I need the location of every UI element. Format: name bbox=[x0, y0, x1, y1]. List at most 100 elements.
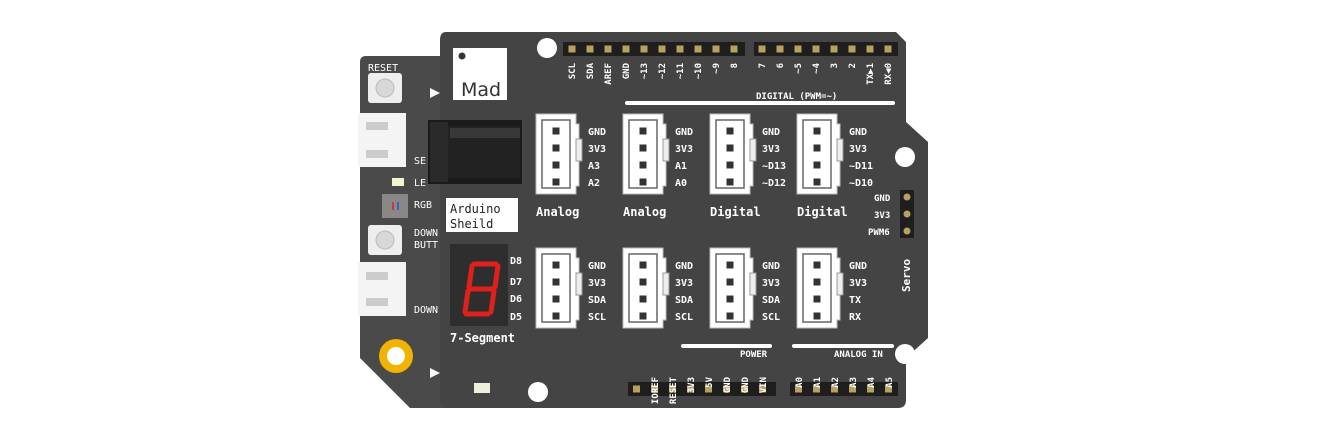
header-pin bbox=[794, 45, 802, 53]
connector-pin-label: GND bbox=[762, 127, 780, 138]
connector-title: Digital bbox=[710, 205, 761, 219]
mounting-hole bbox=[895, 344, 915, 364]
servo-pin: 3V3 bbox=[874, 211, 890, 221]
pin-label: GND bbox=[723, 376, 733, 393]
header-pin bbox=[705, 385, 712, 393]
connector-pin-label: GND bbox=[675, 261, 693, 272]
connector-pin-label: SDA bbox=[675, 295, 693, 306]
connector-pin bbox=[552, 127, 560, 135]
pin-label: ~12 bbox=[658, 63, 668, 79]
usb-port-1 bbox=[358, 113, 406, 167]
header-pin bbox=[867, 385, 874, 393]
header-pin bbox=[640, 45, 648, 53]
servo-label: Servo bbox=[900, 259, 913, 292]
connector-pin-label: TX bbox=[849, 295, 861, 306]
servo-header bbox=[900, 190, 914, 238]
connector-pin bbox=[552, 295, 560, 303]
connector-pin bbox=[639, 295, 647, 303]
pin-label: 3 bbox=[830, 63, 840, 68]
pin-label: 8 bbox=[730, 63, 740, 68]
pin-label: A5 bbox=[885, 377, 895, 388]
header-pin bbox=[884, 45, 892, 53]
analog-header-pins bbox=[790, 382, 898, 396]
connector-title: Analog bbox=[536, 205, 579, 219]
seg-pin: D8 bbox=[510, 256, 522, 267]
connector-pin bbox=[639, 261, 647, 269]
side-label-se: SE bbox=[414, 156, 426, 167]
connector-pin bbox=[552, 278, 560, 286]
connector-pin bbox=[552, 261, 560, 269]
connector-pin-label: 3V3 bbox=[675, 144, 693, 155]
connector-pin-label: SDA bbox=[588, 295, 606, 306]
side-label-down-2: DOWN bbox=[414, 305, 438, 316]
connector-pin bbox=[813, 278, 821, 286]
pin-label: ~11 bbox=[676, 63, 686, 79]
connector-pin bbox=[552, 161, 560, 169]
connector-pin-label: 3V3 bbox=[675, 278, 693, 289]
header-pin bbox=[848, 45, 856, 53]
header-pin bbox=[687, 385, 694, 393]
power-header bbox=[628, 382, 776, 396]
header-pin bbox=[831, 385, 838, 393]
arrow-icon bbox=[430, 88, 440, 98]
header-pin bbox=[568, 45, 576, 53]
connector-pin bbox=[813, 312, 821, 320]
header-pin bbox=[849, 385, 856, 393]
pin-label: 5V bbox=[705, 376, 715, 387]
seven-segment-display bbox=[450, 244, 508, 326]
seg-pin: D5 bbox=[510, 312, 522, 323]
header-pin bbox=[795, 385, 802, 393]
header-pin bbox=[586, 45, 594, 53]
pin-label: VIN bbox=[759, 377, 769, 393]
connector-pin-label: SDA bbox=[762, 295, 780, 306]
pin-label: AREF bbox=[604, 63, 614, 85]
header-pin bbox=[694, 45, 702, 53]
connector-pin bbox=[726, 261, 734, 269]
side-label-butt: BUTT bbox=[414, 240, 438, 251]
connector-pin-label: ~D10 bbox=[849, 178, 873, 189]
seven-segment-label: 7-Segment bbox=[450, 331, 515, 345]
pin-label: GND bbox=[741, 376, 751, 393]
connector-pin bbox=[552, 178, 560, 186]
connector-pin-label: GND bbox=[762, 261, 780, 272]
servo-pin: PWM6 bbox=[868, 228, 890, 238]
connector-pin bbox=[813, 144, 821, 152]
analog-bar bbox=[792, 344, 894, 348]
left-sub-board: RESET SE LE RGB DOWN BUTT DOWN bbox=[358, 56, 446, 408]
connector-pin bbox=[813, 261, 821, 269]
header-pin bbox=[866, 45, 874, 53]
mounting-hole bbox=[537, 38, 557, 58]
connector-pin bbox=[726, 278, 734, 286]
connector-pin-label: 3V3 bbox=[762, 278, 780, 289]
connector-pin-label: GND bbox=[588, 127, 606, 138]
top-header-right bbox=[754, 42, 898, 56]
pin-label: A1 bbox=[813, 377, 823, 388]
connector-pin bbox=[639, 144, 647, 152]
header-pin bbox=[604, 45, 612, 53]
header-pin bbox=[758, 45, 766, 53]
connector-pin-label: A3 bbox=[588, 161, 600, 172]
servo-pin: GND bbox=[874, 194, 891, 204]
pin-label: SDA bbox=[586, 62, 596, 79]
pin-label: 3V3 bbox=[687, 377, 697, 393]
arrow-icon bbox=[430, 368, 440, 378]
seg-pin: D7 bbox=[510, 277, 522, 288]
header-pin bbox=[712, 45, 720, 53]
connector-pin-label: GND bbox=[675, 127, 693, 138]
connector-pin-label: A0 bbox=[675, 178, 687, 189]
digital-bar bbox=[625, 101, 895, 105]
pin-label: 7 bbox=[758, 63, 768, 68]
connector-title: Analog bbox=[623, 205, 666, 219]
connector-pin bbox=[639, 278, 647, 286]
connector-pin bbox=[726, 295, 734, 303]
digital-header: DIGITAL (PWM=~) bbox=[756, 92, 837, 102]
pin-label: ~5 bbox=[794, 63, 804, 74]
connector-pin-label: ~D11 bbox=[849, 161, 873, 172]
connector-pin bbox=[813, 178, 821, 186]
connector-pin bbox=[552, 312, 560, 320]
